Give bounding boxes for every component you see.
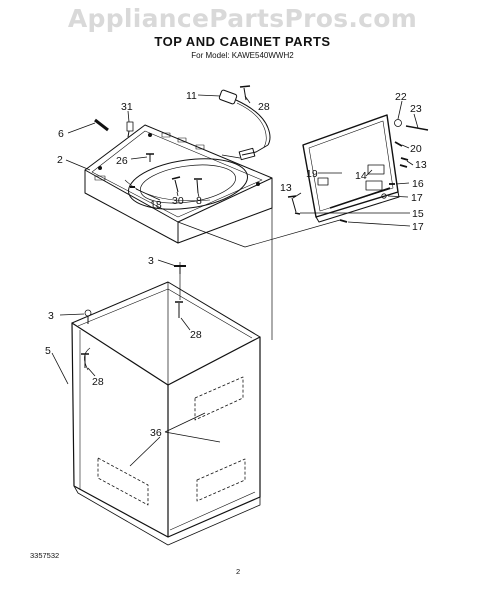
callout-label: 6 — [58, 128, 64, 140]
callout-label: 22 — [395, 91, 407, 103]
callout-label: 17 — [411, 192, 423, 204]
cabinet-hardware — [81, 265, 186, 371]
callout-label: 3 — [48, 310, 54, 322]
callout-label: 17 — [412, 221, 424, 233]
callout-label: 5 — [45, 345, 51, 357]
callout-label: 26 — [116, 155, 128, 167]
top-panel — [84, 124, 273, 244]
callout-label: 30 — [172, 195, 184, 207]
lid-assembly — [302, 114, 400, 223]
callout-label: 28 — [92, 376, 104, 388]
callout-label: 23 — [410, 103, 422, 115]
cabinet — [71, 281, 261, 546]
alignment-lines — [177, 178, 341, 340]
diagram-title: TOP AND CABINET PARTS — [154, 34, 331, 49]
callout-label: 11 — [186, 90, 197, 102]
callout-label: 36 — [150, 427, 162, 439]
callout-label: 19 — [306, 168, 318, 180]
top-hardware — [94, 85, 429, 223]
callout-label: 28 — [258, 101, 270, 113]
callout-label: 31 — [121, 101, 133, 113]
model-number: For Model: KAWE540WWH2 — [191, 51, 294, 60]
callout-label: 18 — [150, 199, 162, 211]
callout-label: 3 — [148, 255, 154, 267]
callout-label: 8 — [196, 195, 202, 207]
callout-label: 14 — [355, 170, 367, 182]
callout-label: 28 — [190, 329, 202, 341]
leader-lines — [51, 94, 419, 467]
site-watermark: AppliancePartsPros.com — [67, 4, 418, 33]
wire-harness — [218, 89, 271, 161]
callout-label: 13 — [415, 159, 427, 171]
callout-label: 15 — [412, 208, 424, 220]
callout-label: 2 — [57, 154, 63, 166]
callout-labels: 11 28 22 23 31 6 2 26 20 13 19 14 16 13 … — [45, 90, 427, 439]
callout-label: 16 — [412, 178, 424, 190]
page-number: 2 — [236, 567, 241, 576]
callout-label: 20 — [410, 143, 422, 155]
callout-label: 13 — [280, 182, 292, 194]
document-number: 3357532 — [30, 551, 60, 560]
